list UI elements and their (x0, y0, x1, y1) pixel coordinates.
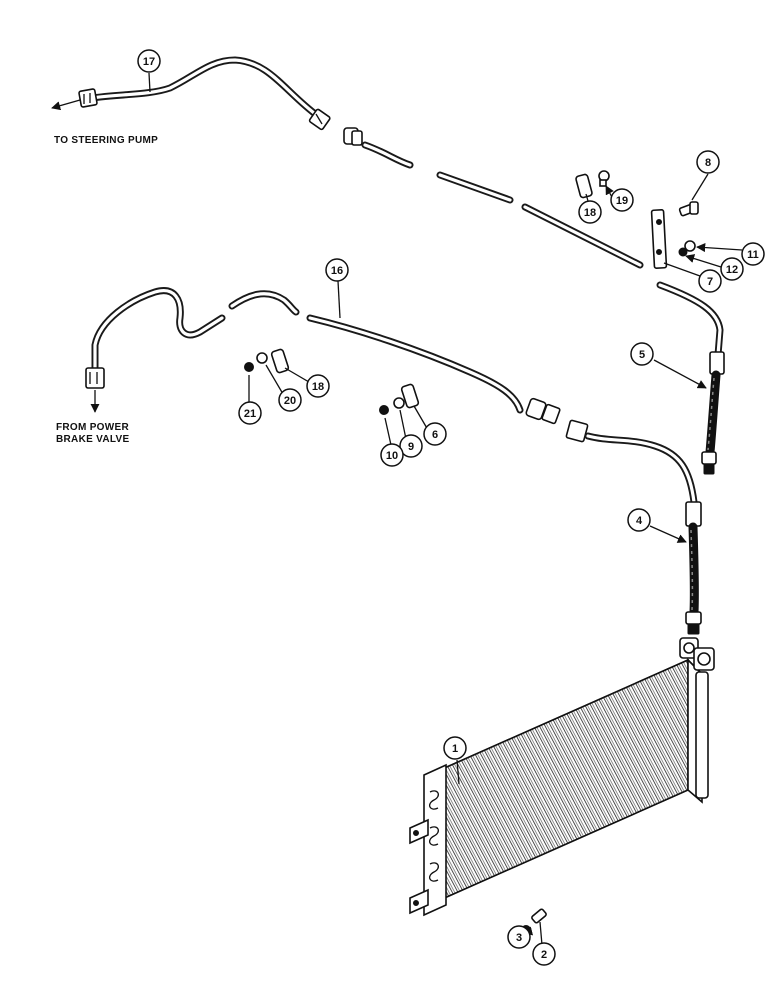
callout-1: 1 (443, 736, 467, 760)
hose-connector-lower (525, 397, 561, 425)
svg-text:10: 10 (386, 450, 398, 462)
callout-9: 9 (399, 434, 423, 458)
clip-19-bolt (575, 170, 610, 199)
clip-18-lower (270, 348, 290, 374)
callout-5: 5 (630, 342, 654, 366)
bolt-8 (678, 201, 699, 217)
cooler-end-tank (423, 763, 447, 917)
callout-7: 7 (698, 269, 722, 293)
to-steering-pump-label: TO STEERING PUMP (54, 135, 158, 146)
svg-text:12: 12 (726, 264, 738, 276)
svg-text:19: 19 (616, 195, 628, 207)
hose-4 (685, 501, 702, 635)
hose-connector-upper (343, 127, 363, 146)
svg-text:18: 18 (584, 207, 596, 219)
callout-3: 3 (507, 925, 531, 949)
callout-21: 21 (238, 401, 262, 425)
nut-11-12 (678, 240, 696, 257)
svg-text:5: 5 (639, 349, 645, 361)
callout-19: 19 (610, 188, 634, 212)
bracket-7 (650, 209, 668, 269)
callout-2: 2 (532, 942, 556, 966)
callout-11: 11 (741, 242, 765, 266)
svg-text:3: 3 (516, 932, 522, 944)
cooler-fittings (679, 637, 715, 671)
callout-18-lower: 18 (306, 374, 330, 398)
callout-20: 20 (278, 388, 302, 412)
callout-12: 12 (720, 257, 744, 281)
oil-cooler (409, 637, 715, 917)
svg-text:2: 2 (541, 949, 547, 961)
nuts-20-21 (244, 352, 268, 372)
leader-lines (148, 72, 743, 946)
to-steering-arrow (51, 99, 81, 111)
callout-6: 6 (423, 422, 447, 446)
steering-pump-line (51, 56, 724, 359)
brake-valve-label: BRAKE VALVE (56, 434, 130, 445)
svg-text:1: 1 (452, 743, 458, 755)
svg-text:16: 16 (331, 265, 343, 277)
callout-8: 8 (696, 150, 720, 174)
lower-line-nut (565, 419, 589, 443)
svg-text:6: 6 (432, 429, 438, 441)
svg-text:21: 21 (244, 408, 256, 420)
callout-4: 4 (627, 508, 651, 532)
svg-text:4: 4 (636, 515, 643, 527)
svg-text:18: 18 (312, 381, 324, 393)
svg-text:8: 8 (705, 157, 711, 169)
callout-17: 17 (137, 49, 161, 73)
svg-text:20: 20 (284, 395, 296, 407)
hose-5 (701, 351, 725, 475)
cooler-mount-brackets (409, 818, 429, 915)
brake-line-nut (85, 367, 105, 389)
callout-10: 10 (380, 443, 404, 467)
svg-text:9: 9 (408, 441, 414, 453)
steering-line-nut (78, 88, 98, 108)
nuts-9-10 (379, 397, 405, 415)
svg-text:7: 7 (707, 276, 713, 288)
svg-text:17: 17 (143, 56, 155, 68)
callout-18-upper: 18 (578, 200, 602, 224)
svg-text:11: 11 (747, 249, 759, 261)
from-power-label: FROM POWER (56, 422, 129, 433)
callout-16: 16 (325, 258, 349, 282)
clip-6 (400, 383, 420, 409)
steering-line-fitting (308, 108, 331, 131)
power-brake-line (85, 287, 698, 506)
